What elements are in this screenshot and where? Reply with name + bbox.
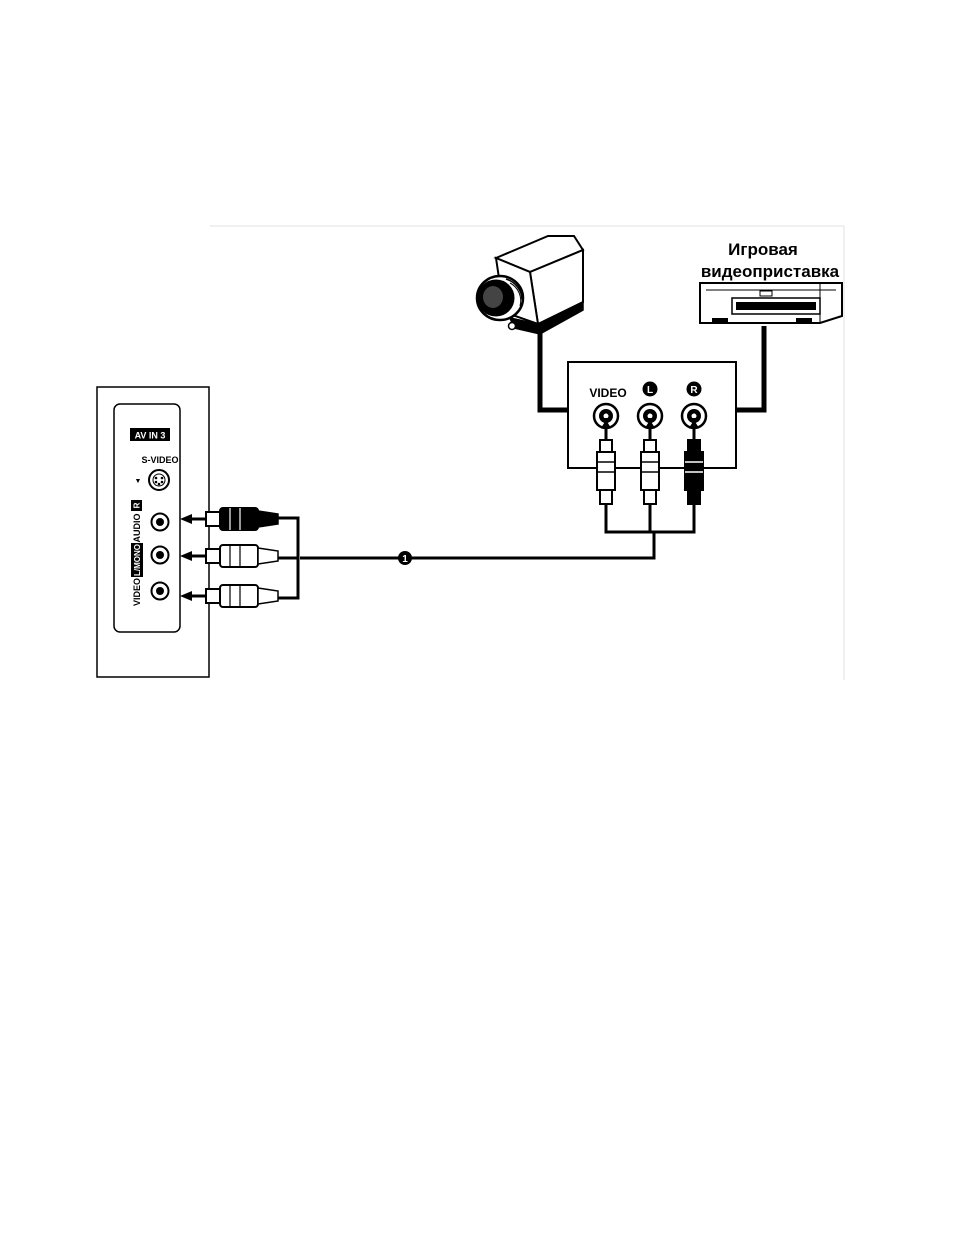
- source-r-label: R: [690, 385, 698, 396]
- audio-label: AUDIO: [132, 514, 142, 543]
- tv-audio-r-jack: [152, 514, 169, 531]
- camcorder-icon: [477, 236, 583, 334]
- av-in-label: AV IN 3: [135, 431, 166, 441]
- svideo-marker: ▼: [135, 478, 142, 485]
- source-l-label: L: [647, 385, 653, 396]
- console-wire: [736, 326, 764, 410]
- tv-bundle-wire: [278, 518, 298, 598]
- camcorder-wire: [540, 332, 568, 410]
- cable-marker-label: 1: [402, 554, 408, 565]
- svideo-jack: [149, 470, 169, 490]
- game-console-icon: [700, 283, 842, 323]
- tv-audio-l-jack: [152, 547, 169, 564]
- tv-video-jack: [152, 583, 169, 600]
- source-bundle-wire: [300, 504, 694, 558]
- source-video-label: VIDEO: [589, 386, 626, 400]
- audio-r-label: R: [133, 502, 142, 508]
- svideo-label: S-VIDEO: [141, 455, 178, 465]
- console-label-line2: видеоприставка: [701, 262, 840, 281]
- lmono-label: L/MONO: [133, 544, 142, 576]
- console-label-line1: Игровая: [728, 240, 798, 259]
- tv-video-label: VIDEO: [132, 578, 142, 606]
